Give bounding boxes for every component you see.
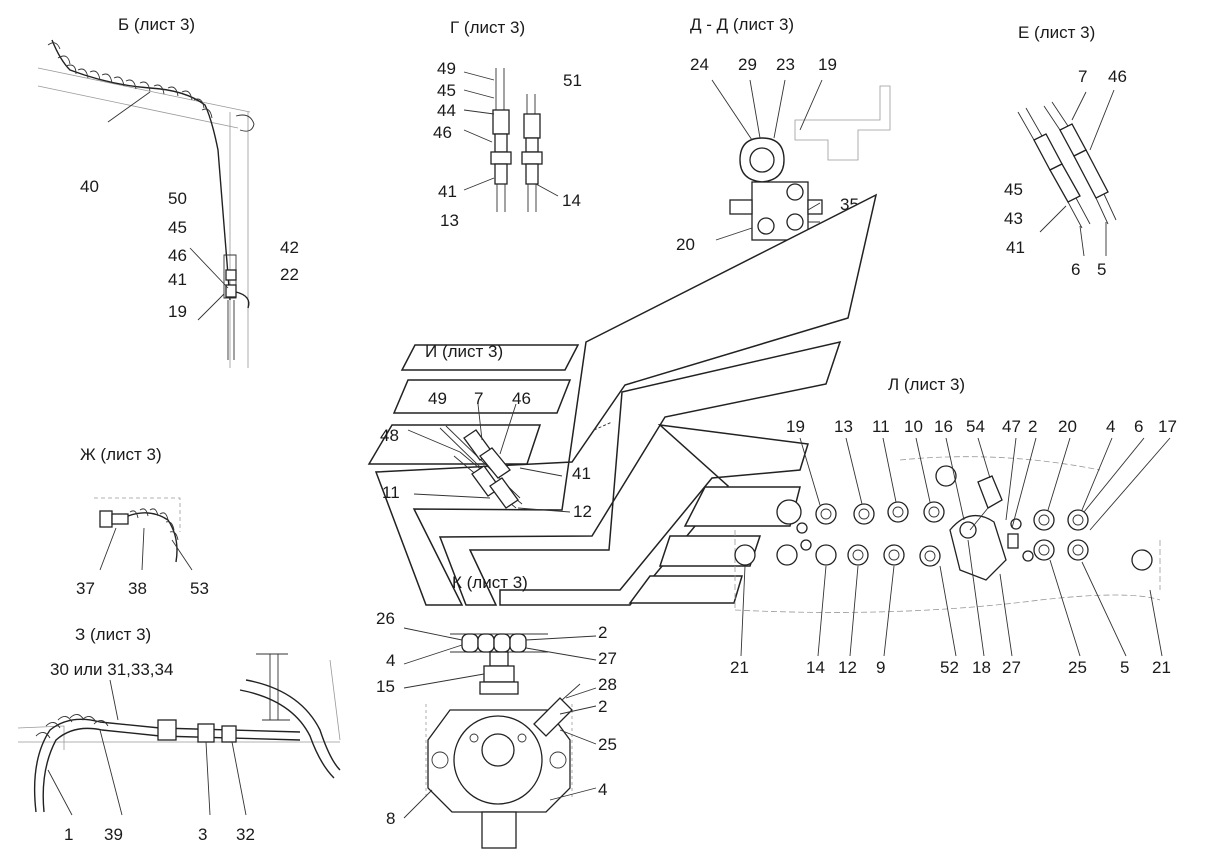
- label-16: 16: [934, 417, 953, 436]
- view-title-zh: Ж (лист 3): [80, 445, 162, 464]
- label-23: 23: [776, 55, 795, 74]
- view-i: И (лист 3) 49 7 46 48 41 11 12: [367, 193, 878, 606]
- label-6: 6: [1134, 417, 1143, 436]
- label-17: 17: [1158, 417, 1177, 436]
- label-44: 44: [437, 101, 456, 120]
- label-41: 41: [572, 464, 591, 483]
- label-19: 19: [818, 55, 837, 74]
- label-13: 13: [440, 211, 459, 230]
- label-1: 1: [64, 825, 73, 844]
- label-18: 18: [972, 658, 991, 677]
- label-46: 46: [168, 246, 187, 265]
- label-42: 42: [280, 238, 299, 257]
- label-41: 41: [168, 270, 187, 289]
- label-45: 45: [168, 218, 187, 237]
- label-7: 7: [1078, 67, 1087, 86]
- label-41: 41: [438, 182, 457, 201]
- label-30-31-33-34: 30 или 31,33,34: [50, 660, 173, 679]
- view-g: Г (лист 3) 49 45 44 46 51 41 13 14: [433, 18, 582, 230]
- valves-bottom-row: [847, 539, 1089, 567]
- view-zh: Ж (лист 3) 37 38 53: [76, 445, 209, 598]
- label-37: 37: [76, 579, 95, 598]
- label-21: 21: [730, 658, 749, 677]
- label-6: 6: [1071, 260, 1080, 279]
- label-19: 19: [168, 302, 187, 321]
- view-z: З (лист 3) 30 или 31,33,34 1 39 3 32: [17, 625, 341, 844]
- view-title-k: К (лист 3): [452, 573, 528, 592]
- valves-top-row: [815, 501, 1089, 531]
- label-21b: 21: [1152, 658, 1171, 677]
- label-5: 5: [1120, 658, 1129, 677]
- coil-spring-b: [47, 42, 213, 119]
- label-4b: 4: [598, 780, 607, 799]
- label-2b: 2: [598, 697, 607, 716]
- label-39: 39: [104, 825, 123, 844]
- label-8: 8: [386, 809, 395, 828]
- label-15: 15: [376, 677, 395, 696]
- label-54: 54: [966, 417, 985, 436]
- label-27: 27: [598, 649, 617, 668]
- label-3: 3: [198, 825, 207, 844]
- label-2: 2: [598, 623, 607, 642]
- label-22: 22: [280, 265, 299, 284]
- view-title-dd: Д - Д (лист 3): [690, 15, 794, 34]
- label-14: 14: [562, 191, 581, 210]
- label-29: 29: [738, 55, 757, 74]
- label-32: 32: [236, 825, 255, 844]
- label-27: 27: [1002, 658, 1021, 677]
- label-11: 11: [872, 417, 890, 436]
- label-25: 25: [1068, 658, 1087, 677]
- label-2: 2: [1028, 417, 1037, 436]
- label-19: 19: [786, 417, 805, 436]
- label-50: 50: [168, 189, 187, 208]
- view-title-b: Б (лист 3): [118, 15, 195, 34]
- label-20: 20: [676, 235, 695, 254]
- label-14: 14: [806, 658, 825, 677]
- label-13: 13: [834, 417, 853, 436]
- label-10: 10: [904, 417, 923, 436]
- label-46: 46: [1108, 67, 1127, 86]
- label-4: 4: [1106, 417, 1115, 436]
- view-e: Е (лист 3) 7 46 45 43 41 6 5: [1004, 23, 1127, 279]
- label-5: 5: [1097, 260, 1106, 279]
- view-title-z: З (лист 3): [75, 625, 151, 644]
- label-48: 48: [380, 426, 399, 445]
- label-45: 45: [1004, 180, 1023, 199]
- label-11: 11: [382, 483, 400, 502]
- label-40: 40: [80, 177, 99, 196]
- view-b: Б (лист 3) 40 50 45 46 41 42 22 19: [37, 15, 299, 368]
- view-title-g: Г (лист 3): [450, 18, 525, 37]
- label-41: 41: [1006, 238, 1025, 257]
- label-7: 7: [474, 389, 483, 408]
- label-4: 4: [386, 651, 395, 670]
- label-49: 49: [428, 389, 447, 408]
- label-49: 49: [437, 59, 456, 78]
- label-12: 12: [573, 502, 592, 521]
- label-12: 12: [838, 658, 857, 677]
- label-38: 38: [128, 579, 147, 598]
- label-52: 52: [940, 658, 959, 677]
- view-k: К (лист 3) 26 2 4 27 15 28 2 25 4 8: [376, 573, 617, 849]
- label-53: 53: [190, 579, 209, 598]
- label-26: 26: [376, 609, 395, 628]
- view-l: Л (лист 3): [730, 375, 1177, 677]
- view-title-l: Л (лист 3): [888, 375, 965, 394]
- label-9: 9: [876, 658, 885, 677]
- label-25: 25: [598, 735, 617, 754]
- label-28: 28: [598, 675, 617, 694]
- label-24: 24: [690, 55, 709, 74]
- label-45: 45: [437, 81, 456, 100]
- label-51: 51: [563, 71, 582, 90]
- label-46: 46: [512, 389, 531, 408]
- label-47: 47: [1002, 417, 1021, 436]
- view-title-i: И (лист 3): [425, 342, 503, 361]
- view-dd: Д - Д (лист 3) 24 29 23 19 35 18 20 36: [676, 15, 891, 262]
- label-20: 20: [1058, 417, 1077, 436]
- label-43: 43: [1004, 209, 1023, 228]
- label-46: 46: [433, 123, 452, 142]
- view-title-e: Е (лист 3): [1018, 23, 1095, 42]
